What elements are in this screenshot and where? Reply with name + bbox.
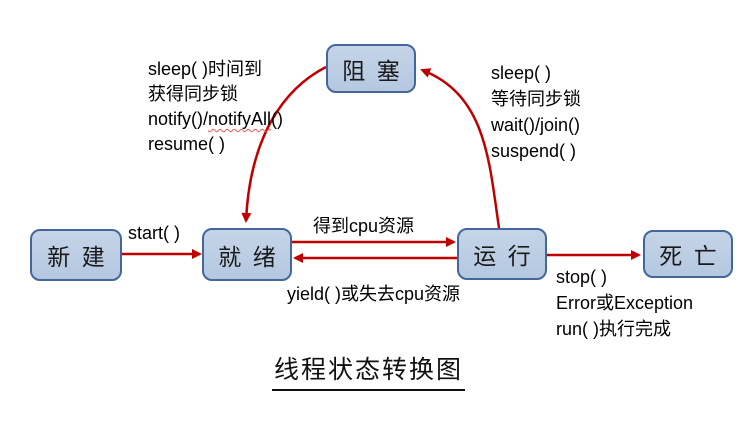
label-line: run( )执行完成 <box>556 319 672 339</box>
label-line: resume( ) <box>148 134 226 154</box>
label-line: notify()/notifyAll() <box>148 109 284 129</box>
diagram-title: 线程状态转换图 <box>272 350 466 391</box>
edge-label-running-to-dead: stop( ) Error或Exception run( )执行完成 <box>556 264 693 342</box>
edge-label-blocked-to-ready: sleep( )时间到 获得同步锁 notify()/notifyAll() r… <box>148 57 283 157</box>
label-line: wait()/join() <box>491 115 581 135</box>
label-line: stop( ) <box>556 267 608 287</box>
state-box-dead: 死 亡 <box>643 230 733 278</box>
label-line: sleep( ) <box>491 63 552 83</box>
state-box-ready: 就 绪 <box>202 228 292 281</box>
state-box-running: 运 行 <box>457 228 547 280</box>
edge-label-yield: yield( )或失去cpu资源 <box>287 284 461 304</box>
state-box-new: 新 建 <box>30 229 122 281</box>
arrow-running-to-blocked-curve <box>420 68 501 229</box>
edge-label-running-to-blocked: sleep( ) 等待同步锁 wait()/join() suspend( ) <box>491 60 581 164</box>
edge-label-start: start( ) <box>128 223 180 243</box>
label-line: sleep( )时间到 <box>148 59 263 79</box>
label-line: 等待同步锁 <box>491 89 581 109</box>
label-line: Error或Exception <box>556 293 694 313</box>
label-line: suspend( ) <box>491 141 577 161</box>
state-box-blocked: 阻 塞 <box>326 44 416 93</box>
spellcheck-underlined-text: notifyAll <box>208 109 272 129</box>
edge-label-get-cpu: 得到cpu资源 <box>313 216 415 236</box>
label-line: 获得同步锁 <box>148 84 238 104</box>
arrow-blocked-to-ready-curve <box>241 65 327 223</box>
